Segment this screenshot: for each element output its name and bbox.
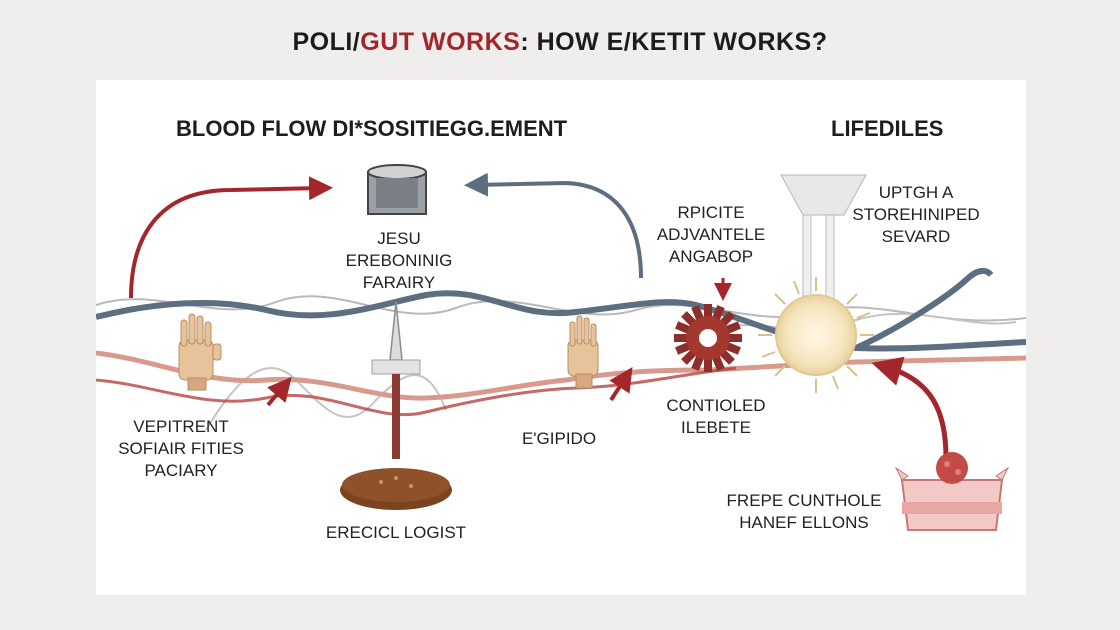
red-arrow-bottom-right	[871, 356, 949, 459]
title-part-1: POLI/	[292, 28, 361, 56]
gray-wave-1	[96, 295, 1026, 322]
title-part-3: : HOW E/KETIT WORKS?	[520, 28, 828, 56]
label-left-bottom: VEPITRENT SOFIAIR FITIES PACIARY	[118, 417, 244, 480]
hand-icon-left	[178, 313, 222, 391]
red-arrow-left-up	[266, 376, 292, 407]
cake-icon	[894, 452, 1010, 531]
diagram-panel: BLOOD FLOW DI*SOSITIEGG.EMENT LIFEDILES …	[96, 80, 1026, 595]
label-bottom-right: FREPE CUNTHOLE HANEF ELLONS	[726, 491, 882, 532]
heading-left: BLOOD FLOW DI*SOSITIEGG.EMENT	[176, 116, 568, 141]
red-arrow-mid	[609, 366, 633, 402]
title-part-2: GUT WORKS	[360, 28, 521, 56]
disc-icon	[340, 468, 452, 510]
needle-icon	[371, 301, 421, 459]
diagram-illustration	[96, 164, 1026, 531]
gray-wave-3	[695, 312, 1017, 331]
label-top-mid-right: RPICITE ADJVANTELE ANGABOP	[656, 203, 766, 266]
blue-flow-line	[96, 290, 1026, 352]
label-bottom-center: ERECICL LOGIST	[325, 523, 467, 542]
label-mid-bottom: CONTIOLED ILEBETE	[666, 396, 766, 437]
gray-wave-2	[205, 367, 447, 431]
label-top-center: JESU EREBONINIG FARAIRY	[345, 229, 453, 292]
heading-right: LIFEDILES	[831, 116, 944, 141]
gear-icon	[674, 304, 742, 372]
label-top-right: UPTGH A STOREHINIPED SEVARD	[852, 183, 980, 246]
label-center-bottom: E'GIPIDO	[521, 429, 597, 448]
sunburst-icon	[758, 277, 874, 393]
diagram-title: POLI/GUT WORKS: HOW E/KETIT WORKS?	[0, 28, 1120, 57]
red-arrow-top-left	[129, 176, 333, 299]
hand-icon-mid	[567, 315, 599, 389]
pink-flow-line	[96, 350, 1026, 401]
blue-arrow-top	[464, 172, 643, 279]
canister-icon	[367, 164, 427, 215]
blue-flow-rise	[854, 267, 994, 351]
